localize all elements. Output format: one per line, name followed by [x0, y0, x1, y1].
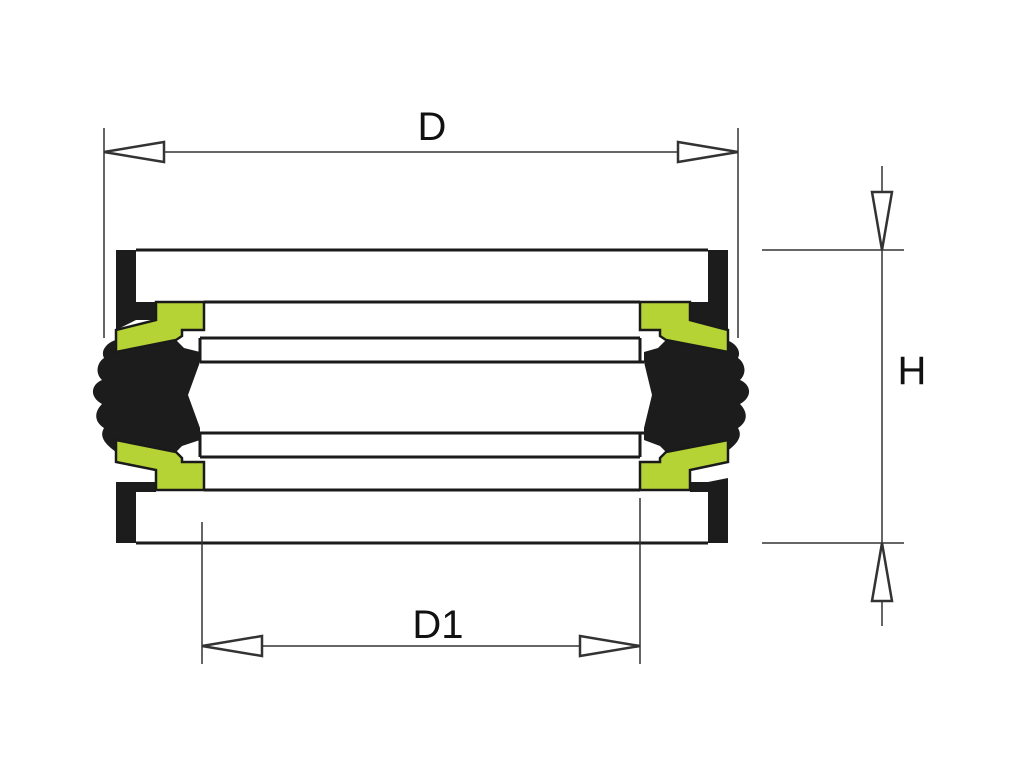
right-outer-wall-upper: [690, 250, 728, 334]
dimension-d1-label: D1: [412, 603, 463, 647]
d1-arrow-left: [201, 634, 264, 658]
left-outer-wall-upper: [116, 250, 156, 330]
h-arrow-bottom: [870, 542, 894, 603]
dimension-h: [762, 166, 904, 626]
right-outer-wall-lower: [690, 478, 728, 543]
guide-rings: [114, 300, 730, 492]
d1-arrow-right: [578, 634, 641, 658]
guide-ring-bottom-right: [638, 438, 730, 492]
guide-ring-top-left: [114, 300, 206, 354]
seal-body: [116, 248, 728, 545]
dimension-d1: [201, 498, 641, 664]
rubber-right: [644, 340, 750, 452]
dimension-h-label: H: [898, 349, 927, 393]
d-arrow-right: [676, 140, 739, 164]
guide-ring-bottom-left: [114, 438, 206, 492]
rubber-left: [92, 340, 200, 452]
left-outer-wall-lower: [116, 482, 156, 543]
dimension-d: [103, 128, 739, 338]
rubber-seal-element: [92, 340, 750, 452]
d-arrow-left: [103, 140, 166, 164]
dimension-d-label: D: [418, 105, 447, 149]
h-arrow-top: [870, 190, 894, 251]
guide-ring-top-right: [638, 300, 730, 354]
